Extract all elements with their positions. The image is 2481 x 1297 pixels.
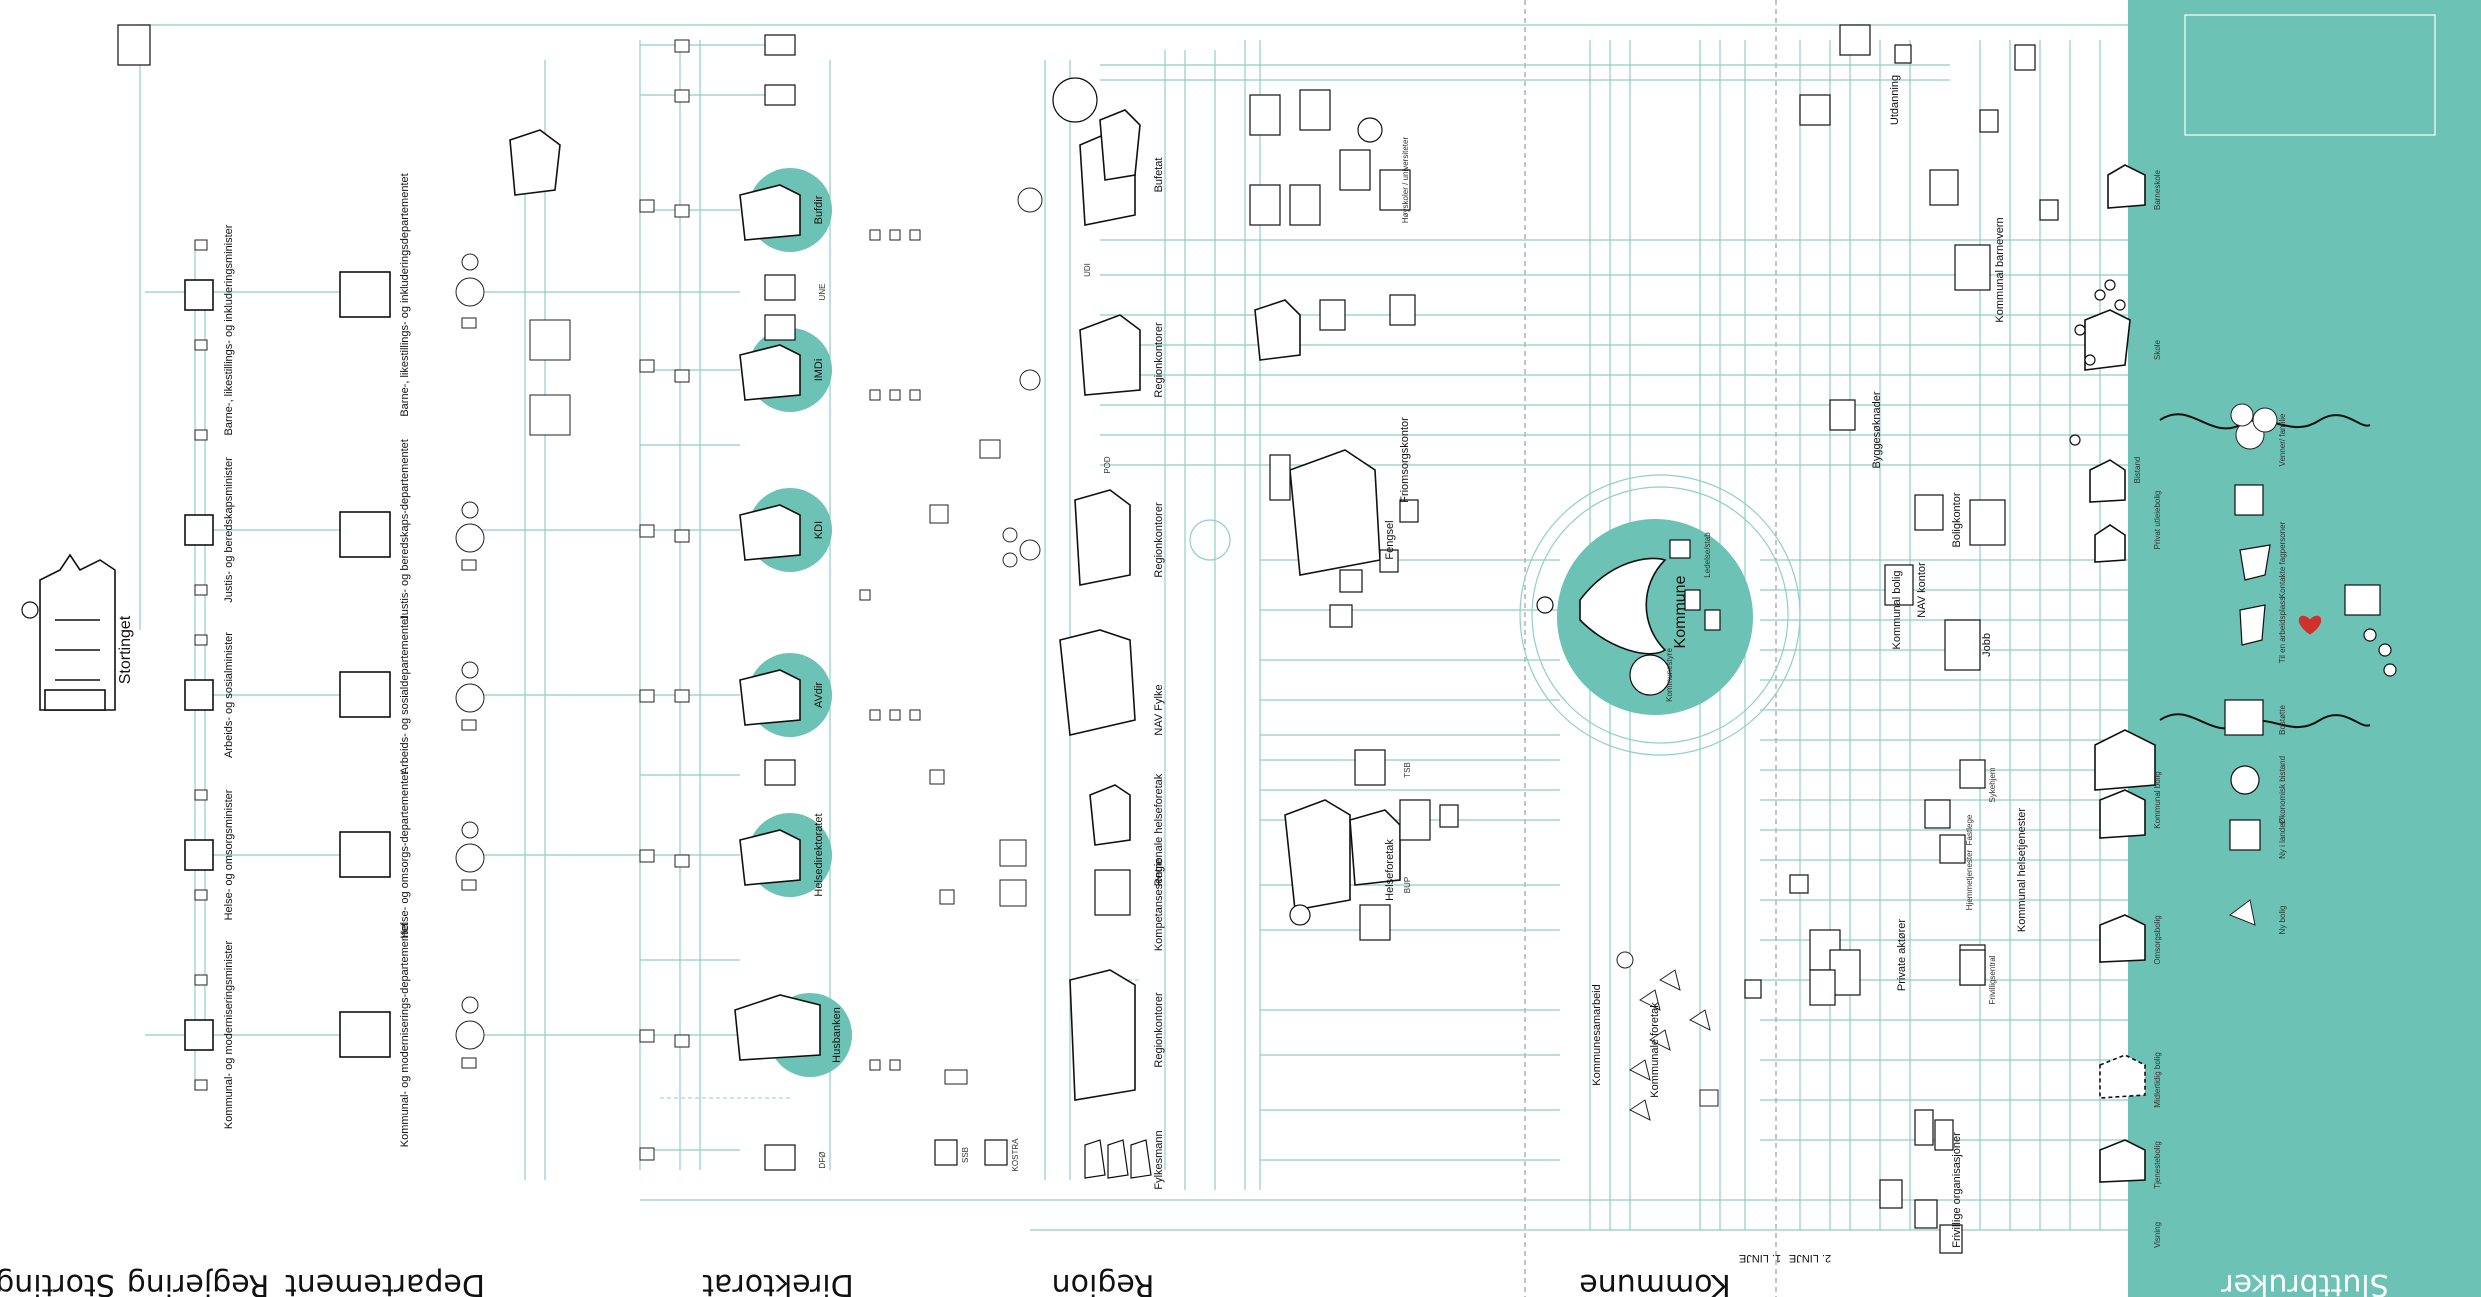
sluttbruker-privat-label: Privat utleiebolig	[2153, 491, 2162, 550]
persona-okonomisk-label: Økonomisk bistand	[2278, 756, 2287, 824]
service-boligkontor-label: Boligkontor	[1951, 492, 1963, 547]
private-aktorer-label: Private aktører	[1896, 919, 1908, 991]
level-region-label: Region	[1052, 1267, 1155, 1297]
kommune-side-clusters	[1617, 930, 1985, 1253]
level-regjering-label: Regjering	[127, 1267, 270, 1297]
region-helseforetak-detail-label: Helseforetak	[1384, 839, 1396, 901]
sluttbruker-skole-label: Skole	[2153, 339, 2162, 360]
service-hjemmetjenester-label: Hjemmetjenester	[1965, 849, 1974, 910]
service-helsetjenester-label: Kommunal helsetjenester	[2016, 808, 2028, 932]
line-marker-2-label: 2. LINJE	[1789, 1252, 1831, 1264]
directorate-husbanken-label: Husbanken	[831, 1007, 843, 1063]
storting-label: Stortinget	[117, 615, 134, 684]
minister-1-label: Barne-, likestillings- og inkluderingsmi…	[223, 224, 235, 435]
department-3-label: Arbeids- og sosialdepartementet	[399, 616, 411, 774]
right-service-buildings	[1745, 25, 2058, 998]
department-4-label: Helse- og omsorgs-departementet	[399, 772, 411, 939]
service-byggesoknader-label: Byggesøknader	[1871, 391, 1883, 468]
agency-udi-label: UDI	[1083, 263, 1092, 277]
department-1-label: Barne-, likestillings- og inkluderingsde…	[399, 173, 411, 416]
level-departement-label: Departement	[285, 1267, 485, 1297]
agency-pod-label: POD	[1103, 456, 1112, 474]
department-5-label: Kommunal- og moderniserings-departemente…	[399, 923, 411, 1147]
agency-une-label: UNE	[818, 284, 827, 301]
persona-venner-label: Venner/ familie	[2278, 413, 2287, 466]
service-barnevern-label: Kommunal barnevern	[1994, 217, 2006, 322]
region-bup-label: BUP	[1403, 877, 1412, 893]
kommune-circle	[1537, 519, 1753, 715]
department-crest-icons	[340, 254, 484, 1068]
persona-ny-i-landet-label: Ny i landet	[2278, 820, 2287, 859]
sluttbruker-barneskole-label: Barneskole	[2153, 169, 2162, 210]
directorate-bufdir-label: Bufdir	[813, 195, 825, 224]
region-regionkontorer-3-label: Regionkontorer	[1153, 992, 1165, 1068]
directorate-helsedirektoratet-label: Helsedirektoratet	[813, 813, 825, 896]
region-regionkontorer-2-label: Regionkontorer	[1153, 502, 1165, 578]
service-frivilligsentral-label: Frivilligsentral	[1988, 955, 1997, 1004]
service-kommunal-bolig-label: Kommunal bolig	[1891, 571, 1903, 650]
sluttbruker-visning-label: Visning	[2153, 1222, 2162, 1248]
agency-dfo-label: DFØ	[818, 1152, 827, 1169]
region-building-clusters	[1053, 78, 1151, 1178]
region-detail-clusters	[1250, 90, 1458, 940]
department-2-label: Justis- og beredskaps-departementet	[399, 439, 411, 621]
sluttbruker-panel	[2128, 0, 2481, 1297]
region-fylkesmann-label: Fylkesmann	[1153, 1130, 1165, 1189]
sluttbruker-kommunal-label: Kommunal bolig	[2153, 771, 2162, 828]
level-storting-label: Storting	[0, 1267, 115, 1297]
line-marker-1-label: 1. LINJE	[1739, 1252, 1781, 1264]
sluttbruker-midlertidig-label: Midlertidig bolig	[2153, 1052, 2162, 1108]
kommune-samarbeid-label: Kommunesamarbeid	[1591, 984, 1603, 1086]
region-kompetansesentre-label: Kompetansesentre	[1153, 859, 1165, 951]
region-regionkontorer-1-label: Regionkontorer	[1153, 322, 1165, 398]
minister-3-label: Arbeids- og sosialminister	[223, 632, 235, 758]
service-sykehjem-label: Sykehjem	[1988, 767, 1997, 802]
persona-bostotte-label: Bostøtte	[2278, 705, 2287, 735]
directorate-kdi-label: KDI	[813, 521, 825, 539]
level-sluttbruker-label: Sluttbruker	[2221, 1267, 2389, 1297]
persona-ny-bolig-label: Ny bolig	[2278, 906, 2287, 935]
agency-kostra-label: KOSTRA	[1011, 1138, 1020, 1172]
document-icons	[860, 188, 1042, 1084]
region-bufetat-label: Bufetat	[1153, 158, 1165, 193]
service-fastlege-label: Fastlege	[1965, 814, 1974, 845]
service-nav-kontor-label: NAV kontor	[1916, 562, 1928, 618]
kommune-foretak-label: Kommunale foretak	[1649, 1002, 1661, 1098]
storting-building-icon	[22, 555, 115, 710]
kommune-styre-label: Kommunestyre	[1665, 648, 1674, 702]
region-friomsorgskontor-label: Friomsorgskontor	[1399, 417, 1411, 503]
persona-kontakte-label: Kontakte fagpersoner	[2278, 521, 2287, 598]
kommune-ledelse-label: Ledelse/stab	[1703, 532, 1712, 578]
minister-4-label: Helse- og omsorgsminister	[223, 789, 235, 920]
sluttbruker-bistand-label: Bistand	[2133, 457, 2142, 484]
kommune-label: Kommune	[1672, 575, 1689, 648]
minister-icons	[185, 240, 213, 1090]
service-jobb-label: Jobb	[1981, 633, 1993, 657]
persona-arbeid-label: Til en arbeidsplass	[2278, 597, 2287, 663]
level-kommune-label: Kommune	[1579, 1267, 1730, 1297]
sluttbruker-tjeneste-label: Tjenestebolig	[2153, 1141, 2162, 1189]
frivillige-label: Frivillige organisasjoner	[1951, 1132, 1963, 1248]
minister-2-label: Justis- og beredskapsminister	[223, 457, 235, 603]
region-nav-fylke-label: NAV Fylke	[1153, 684, 1165, 735]
level-direktorat-label: Direktorat	[702, 1267, 854, 1297]
service-utdanning-label: Utdanning	[1889, 75, 1901, 125]
region-hoyskoler-label: Høyskoler / universiteter	[1401, 137, 1410, 224]
directorate-avdir-label: AVdir	[813, 682, 825, 708]
region-fengsel-label: Fengsel	[1384, 520, 1396, 559]
directorate-imdi-label: IMDi	[813, 359, 825, 382]
minister-5-label: Kommunal- og moderniseringsminister	[223, 941, 235, 1130]
sluttbruker-omsorg-label: Omsorgsbolig	[2153, 915, 2162, 964]
agency-ssb-label: SSB	[961, 1147, 970, 1163]
region-tsb-label: TSB	[1403, 762, 1412, 778]
